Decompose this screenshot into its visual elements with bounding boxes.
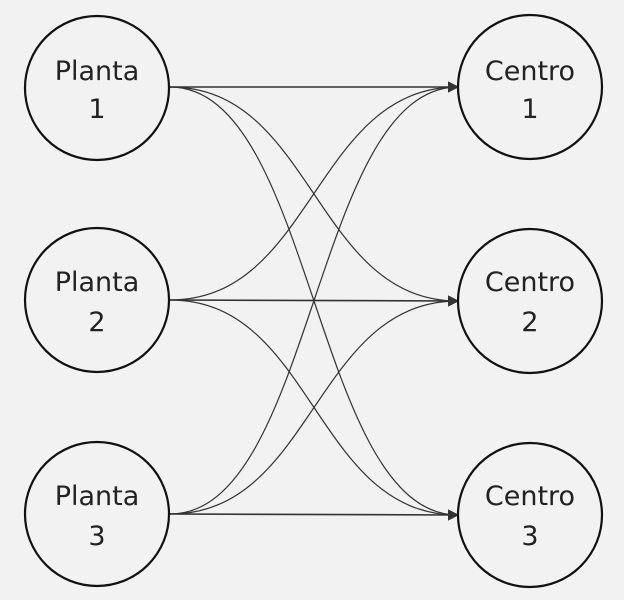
edge-p3-to-c1 bbox=[169, 81, 460, 515]
planta-3-circle bbox=[23, 440, 171, 588]
edges-layer bbox=[169, 81, 460, 521]
centro-1-label-line2: 1 bbox=[521, 94, 538, 125]
edge-p3-to-c2 bbox=[169, 295, 460, 515]
centro-1-label-line1: Centro bbox=[485, 56, 575, 87]
centro-1-circle bbox=[456, 13, 604, 161]
centro-2-label-line1: Centro bbox=[485, 267, 575, 298]
planta-3-node[interactable]: Planta 3 bbox=[23, 440, 171, 588]
edge-p3-to-c3 bbox=[169, 509, 460, 521]
centro-2-label-line2: 2 bbox=[521, 307, 538, 338]
edge-p2-to-c1 bbox=[169, 81, 460, 301]
planta-2-label-line1: Planta bbox=[55, 267, 140, 298]
centro-3-circle bbox=[456, 441, 604, 589]
centro-2-node[interactable]: Centro 2 bbox=[456, 227, 604, 375]
centro-3-label-line2: 3 bbox=[521, 521, 538, 552]
planta-1-label-line1: Planta bbox=[55, 56, 140, 87]
planta-2-label-line2: 2 bbox=[88, 307, 105, 338]
planta-2-node[interactable]: Planta 2 bbox=[23, 226, 171, 374]
planta-2-circle bbox=[23, 226, 171, 374]
planta-1-circle bbox=[23, 14, 171, 162]
centro-1-node[interactable]: Centro 1 bbox=[456, 13, 604, 161]
planta-1-node[interactable]: Planta 1 bbox=[23, 14, 171, 162]
centro-3-node[interactable]: Centro 3 bbox=[456, 441, 604, 589]
planta-1-label-line2: 1 bbox=[88, 94, 105, 125]
centro-2-circle bbox=[456, 227, 604, 375]
planta-3-label-line1: Planta bbox=[55, 481, 140, 512]
centro-3-label-line1: Centro bbox=[485, 481, 575, 512]
planta-3-label-line2: 3 bbox=[88, 521, 105, 552]
